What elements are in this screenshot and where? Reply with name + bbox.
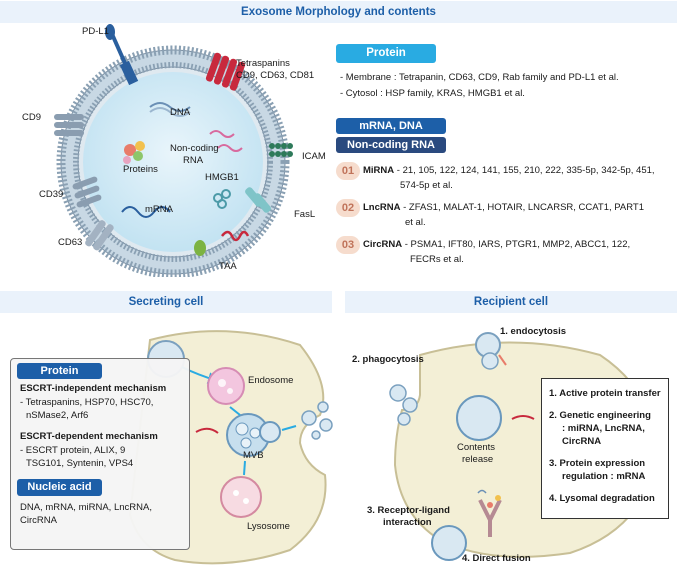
label-cd9: CD9 [22, 112, 42, 123]
recipient-item-2c: CircRNA [562, 436, 602, 447]
recipient-title: Recipient cell [345, 291, 677, 313]
label-receptor-1: 3. Receptor-ligand [367, 505, 450, 516]
rna-values-cont: et al. [405, 217, 426, 228]
label-fasl: FasL [294, 209, 316, 220]
noncoding-rna-strand [209, 130, 235, 138]
escrt-independent-items-2: nSMase2, Arf6 [26, 410, 89, 421]
rna-values-cont: FECRs et al. [410, 254, 464, 265]
recipient-item-3b: regulation : mRNA [562, 471, 646, 482]
label-tetraspanins-list: CD9, CD63, CD81 [236, 70, 315, 81]
label-endocytosis: 1. endocytosis [500, 326, 566, 337]
label-noncoding-1: Non-coding [170, 143, 219, 154]
cd39-protein [72, 176, 102, 208]
label-endosome: Endosome [248, 375, 294, 386]
rna-values: - ZFAS1, MALAT-1, HOTAIR, LNCARSR, CCAT1… [400, 202, 645, 213]
label-lysosome: Lysosome [247, 521, 290, 532]
page-title: Exosome Morphology and contents [0, 1, 677, 23]
protein-blobs [123, 141, 145, 164]
rna-values: - PSMA1, IFT80, IARS, PTGR1, MMP2, ABCC1… [402, 239, 631, 250]
recipient-info-box [541, 378, 669, 519]
label-cd39: CD39 [39, 189, 64, 200]
secreting-info-box [10, 358, 190, 550]
protein-header: Protein [336, 44, 436, 63]
rna-item-mirna: MiRNA - 21, 105, 122, 124, 141, 155, 210… [363, 163, 655, 178]
nucleic-acid-header: Nucleic acid [17, 479, 102, 496]
protein-cytosol: - Cytosol : HSP family, KRAS, HMGB1 et a… [340, 88, 525, 99]
recipient-item-2b: : miRNA, LncRNA, [562, 423, 645, 434]
rna-number-1: 01 [336, 162, 360, 180]
rna-name: MiRNA [363, 165, 395, 176]
rna-number-3: 03 [336, 236, 360, 254]
mrna-strand [121, 206, 171, 218]
label-icam: ICAM [302, 151, 326, 162]
label-proteins: Proteins [123, 164, 158, 175]
label-dna: DNA [170, 107, 191, 118]
label-contents-1: Contents [457, 442, 496, 453]
exosome-diagram [54, 24, 293, 277]
tetraspanin-protein [205, 52, 246, 91]
label-mvb: MVB [243, 450, 264, 461]
label-mrna: mRNA [145, 204, 173, 215]
nucleic-acid-items-1: DNA, mRNA, miRNA, LncRNA, [20, 502, 152, 513]
mrna-dna-header: mRNA, DNA [336, 118, 446, 134]
recipient-item-1: 1. Active protein transfer [549, 388, 661, 399]
label-taa: TAA [219, 261, 237, 272]
label-phagocytosis: 2. phagocytosis [352, 354, 424, 365]
rna-item-lncrna: LncRNA - ZFAS1, MALAT-1, HOTAIR, LNCARSR… [363, 200, 644, 215]
label-tetraspanins: Tetraspanins [236, 58, 290, 69]
label-pdl1: PD-L1 [82, 26, 109, 37]
dna-strand [149, 102, 191, 112]
taa-protein [194, 230, 250, 256]
rna-values: - 21, 105, 122, 124, 141, 155, 210, 222,… [394, 165, 655, 176]
escrt-independent-title: ESCRT-independent mechanism [20, 383, 167, 394]
rna-number-2: 02 [336, 199, 360, 217]
cd63-protein [85, 220, 114, 251]
label-cd63: CD63 [58, 237, 83, 248]
icam-protein [269, 143, 293, 157]
label-receptor-2: interaction [383, 517, 432, 528]
protein-membrane: - Membrane : Tetrapanin, CD63, CD9, Rab … [340, 72, 619, 83]
hmgb1-blobs [213, 189, 231, 209]
rna-name: LncRNA [363, 202, 401, 213]
rna-values-cont: 574-5p et al. [400, 180, 453, 191]
secreting-title: Secreting cell [0, 291, 332, 313]
cd9-protein [54, 114, 84, 136]
rna-item-circrna: CircRNA - PSMA1, IFT80, IARS, PTGR1, MMP… [363, 237, 630, 252]
escrt-dependent-title: ESCRT-dependent mechanism [20, 431, 158, 442]
secreting-protein-header: Protein [17, 363, 102, 379]
recipient-item-3: 3. Protein expression [549, 458, 646, 469]
escrt-independent-items-1: - Tetraspanins, HSP70, HSC70, [20, 397, 154, 408]
recipient-item-2: 2. Genetic engineering [549, 410, 651, 421]
fasl-protein [245, 187, 271, 213]
pdl1-receptor [105, 24, 139, 86]
rna-name: CircRNA [363, 239, 403, 250]
noncoding-header: Non-coding RNA [336, 137, 446, 153]
nucleic-acid-items-2: CircRNA [20, 515, 57, 526]
escrt-dependent-items-2: TSG101, Syntenin, VPS4 [26, 458, 134, 469]
label-contents-2: release [462, 454, 494, 465]
label-hmgb1: HMGB1 [205, 172, 239, 183]
recipient-item-4: 4. Lysomal degradation [549, 493, 655, 504]
label-noncoding-2: RNA [183, 155, 204, 166]
escrt-dependent-items-1: - ESCRT protein, ALIX, 9 [20, 445, 126, 456]
label-direct-fusion: 4. Direct fusion [462, 553, 531, 564]
